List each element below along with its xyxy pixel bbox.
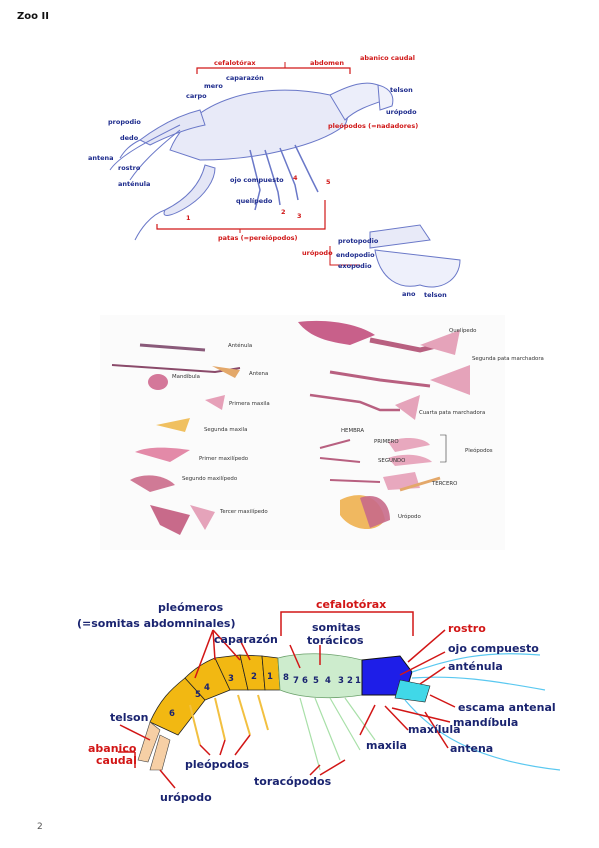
- abd-num-4: 4: [204, 683, 210, 693]
- label-primera-maxila: Primera maxila: [229, 401, 270, 407]
- label-cefalotorax: cefalotórax: [214, 59, 256, 67]
- label-antenula-2: Anténula: [228, 342, 252, 349]
- label-patas: patas (=pereiópodos): [218, 234, 298, 242]
- label-n5: 5: [326, 178, 331, 186]
- label-protopodio: protopodio: [338, 237, 379, 245]
- abd-num-1: 1: [267, 672, 273, 682]
- label-maxilula: maxílula: [408, 723, 461, 736]
- label-n4: 4: [293, 174, 298, 182]
- label-uropodo-3: Urópodo: [398, 513, 421, 520]
- label-propodio: propodio: [108, 118, 141, 126]
- abd-num-6: 6: [169, 709, 175, 719]
- label-segundo: SEGUNDO: [378, 458, 405, 464]
- thor-num-2: 2: [347, 676, 353, 686]
- label-rostro: rostro: [118, 164, 141, 172]
- label-antena: antena: [88, 154, 114, 162]
- thor-num-4: 4: [325, 676, 331, 686]
- label-uropodo-4: urópodo: [160, 791, 212, 804]
- label-toracicos: torácicos: [307, 634, 364, 647]
- abd-num-5: 5: [195, 690, 201, 700]
- label-tercer-maxilipedo: Tercer maxilípedo: [219, 508, 268, 515]
- label-antenula: anténula: [118, 180, 150, 188]
- label-ojo-compuesto-3: ojo compuesto: [448, 642, 539, 655]
- label-segunda-maxila: Segunda maxila: [204, 427, 247, 433]
- label-pleomeros: pleómeros: [158, 601, 224, 614]
- label-primer-maxilipedo: Primer maxilípedo: [199, 455, 248, 462]
- label-segundo-maxilipedo: Segundo maxilípedo: [182, 475, 237, 482]
- label-uropodo-2: urópodo: [302, 249, 333, 257]
- abd-num-3: 3: [228, 674, 234, 684]
- label-segunda-pata: Segunda pata marchadora: [472, 356, 544, 362]
- label-endopodio: endopodio: [336, 251, 375, 259]
- label-quelipedo: quelípedo: [236, 197, 273, 205]
- label-n1: 1: [186, 214, 191, 222]
- label-dedo: dedo: [120, 134, 139, 142]
- label-telson-2: telson: [424, 291, 447, 299]
- shrimp-diagram: 6 5 4 3 2 1 8 7 6 5 4 3 2 1: [77, 598, 561, 804]
- label-somitas-abdominales: (=somitas abdomninales): [77, 617, 236, 630]
- thor-num-7: 7: [293, 676, 299, 686]
- label-mandibula-2: Mandíbula: [172, 373, 200, 380]
- appendages-diagram: Anténula Antena Mandíbula Primera maxila…: [100, 315, 544, 550]
- label-mero: mero: [204, 82, 223, 90]
- label-quelipedo-2: Quelípedo: [449, 327, 476, 334]
- thor-num-3: 3: [338, 676, 344, 686]
- abd-num-2: 2: [251, 672, 257, 682]
- label-antena-3: antena: [450, 742, 493, 755]
- label-carpo: carpo: [186, 92, 207, 100]
- thor-num-5: 5: [313, 676, 319, 686]
- label-cuarta-pata: Cuarta pata marchadora: [419, 410, 485, 416]
- label-antena-2: Antena: [249, 371, 268, 377]
- label-pleopodos-3: pleópodos: [185, 758, 250, 771]
- label-somitas: somitas: [312, 621, 361, 634]
- label-abdomen: abdomen: [310, 59, 344, 67]
- crayfish-diagram: cefalotórax abdomen abanico caudal mero …: [88, 54, 461, 299]
- label-caparazon: caparazón: [226, 74, 264, 82]
- thor-num-8: 8: [283, 673, 289, 683]
- label-telson: telson: [390, 86, 413, 94]
- label-telson-3: telson: [110, 711, 148, 724]
- label-pleopodos: pleópodos (=nadadores): [328, 122, 418, 130]
- label-exopodio: exopodio: [338, 262, 372, 270]
- page-number: 2: [37, 822, 43, 832]
- label-uropodo: urópodo: [386, 108, 417, 116]
- label-ojo-compuesto: ojo compuesto: [230, 176, 284, 184]
- label-abanico: abanico: [88, 742, 137, 755]
- label-cefalotorax-3: cefalotórax: [316, 598, 386, 611]
- label-abanico-caudal: abanico caudal: [360, 54, 415, 62]
- label-hembra: HEMBRA: [341, 428, 364, 434]
- label-toracopodos: toracópodos: [254, 775, 332, 788]
- label-ano: ano: [402, 290, 416, 298]
- label-caparazon-3: caparazón: [214, 633, 278, 646]
- label-escama-antenal: escama antenal: [458, 701, 556, 714]
- label-rostro-3: rostro: [448, 622, 486, 635]
- label-antenula-3: anténula: [448, 660, 503, 673]
- thor-num-6: 6: [302, 676, 308, 686]
- label-maxila: maxila: [366, 739, 407, 752]
- thor-num-1: 1: [355, 676, 361, 686]
- label-n3: 3: [297, 212, 302, 220]
- label-tercero: TERCERO: [431, 481, 457, 487]
- label-caudal: caudal: [96, 754, 137, 767]
- label-n2: 2: [281, 208, 286, 216]
- header-title: Zoo II: [17, 11, 49, 22]
- label-pleopodos-2: Pleópodos: [465, 447, 493, 454]
- label-primero: PRIMERO: [374, 439, 399, 445]
- label-mandibula-3: mandíbula: [453, 716, 518, 729]
